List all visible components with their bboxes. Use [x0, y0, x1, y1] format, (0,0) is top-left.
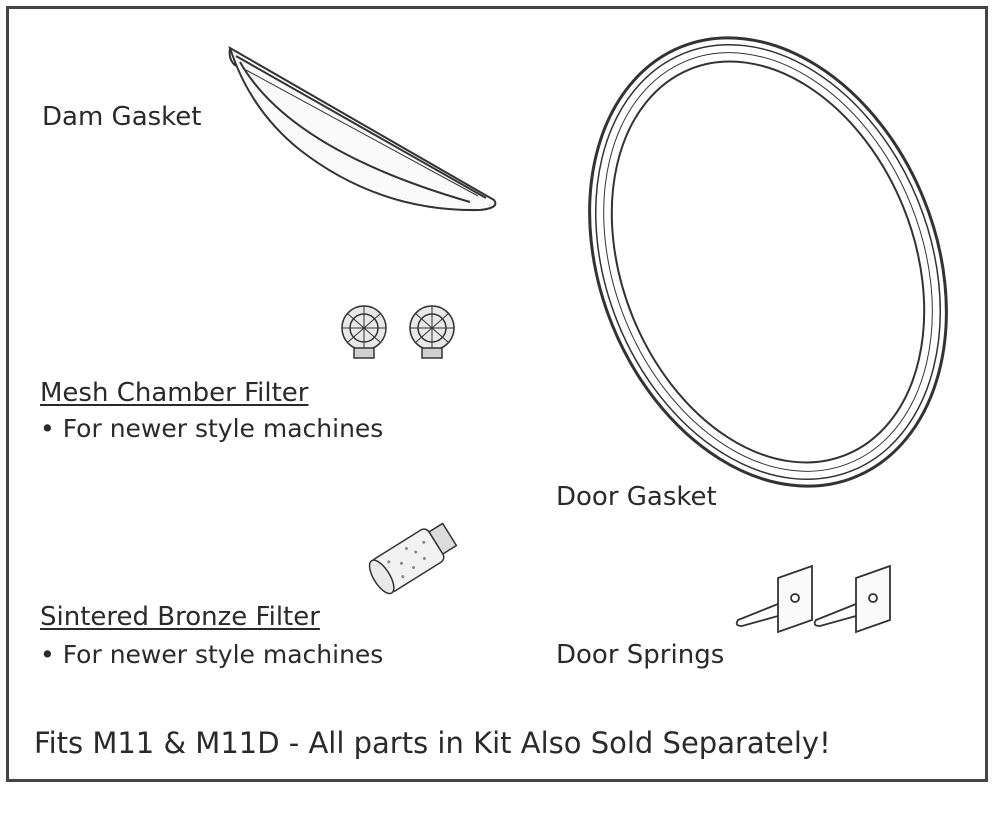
- dam-gasket-label: Dam Gasket: [42, 102, 202, 132]
- bronze-filter-label: Sintered Bronze Filter: [40, 602, 320, 632]
- mesh-filter-drawing-2: [409, 305, 455, 359]
- door-springs-label: Door Springs: [556, 640, 725, 670]
- bronze-filter-note: • For newer style machines: [40, 640, 384, 669]
- door-gasket-label: Door Gasket: [556, 482, 717, 512]
- footer-note: Fits M11 & M11D - All parts in Kit Also …: [34, 726, 831, 760]
- bronze-filter-drawing: [368, 522, 458, 595]
- door-spring-drawing-2: [813, 564, 891, 634]
- dam-gasket-drawing: [228, 45, 497, 212]
- mesh-filter-drawing-1: [341, 305, 387, 359]
- mesh-filter-label: Mesh Chamber Filter: [40, 378, 309, 408]
- door-gasket-drawing: [588, 36, 948, 488]
- diagram-frame: [6, 6, 988, 782]
- mesh-filter-note: • For newer style machines: [40, 414, 384, 443]
- door-spring-drawing-1: [735, 564, 813, 634]
